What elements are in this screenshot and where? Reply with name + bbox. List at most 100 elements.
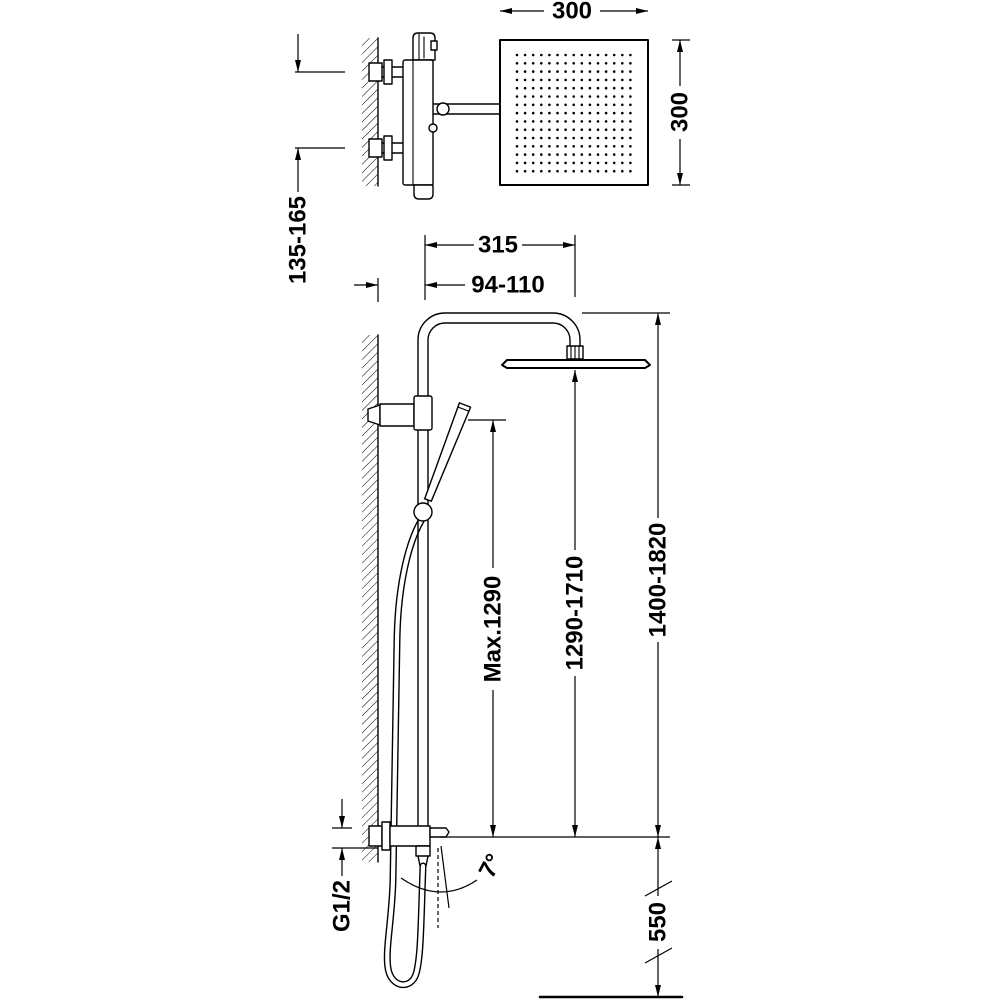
- dim-head-depth-label: 300: [667, 92, 694, 132]
- nozzle-dot: [588, 95, 592, 98]
- nozzle-dot: [612, 136, 616, 140]
- nozzle-dot: [564, 103, 567, 107]
- bracket-arm: [379, 403, 415, 427]
- nozzle-dot: [515, 161, 519, 165]
- lower-inlet-collar: [383, 135, 393, 161]
- nozzle-dot: [588, 103, 592, 107]
- nozzle-dot: [531, 111, 535, 115]
- nozzle-dot: [531, 103, 535, 107]
- nozzle-dot: [523, 62, 527, 65]
- nozzle-dot: [604, 128, 608, 131]
- nozzle-dot: [596, 111, 600, 115]
- nozzle-dot: [621, 95, 624, 98]
- nozzle-dot: [629, 111, 632, 115]
- nozzle-dot: [572, 95, 575, 98]
- nozzle-dot: [572, 78, 575, 82]
- nozzle-dot: [564, 153, 567, 156]
- nozzle-dot: [531, 153, 535, 156]
- riser-pipe: [417, 312, 581, 827]
- nozzle-dot: [548, 169, 551, 173]
- break-marks: [644, 880, 673, 964]
- nozzle-dot: [596, 103, 600, 107]
- nozzle-dot: [531, 62, 535, 65]
- nozzle-dot: [612, 95, 616, 98]
- nozzle-dot: [540, 62, 543, 65]
- mixer-body: [389, 825, 431, 847]
- nozzle-dot: [531, 86, 535, 90]
- nozzle-dot: [572, 161, 575, 165]
- nozzle-dot: [556, 62, 559, 65]
- nozzle-dot: [548, 62, 551, 65]
- nozzle-dot: [564, 161, 567, 165]
- nozzle-dot: [588, 128, 592, 131]
- nozzle-dot: [531, 53, 535, 57]
- angle-label: 7°: [474, 850, 509, 883]
- nozzle-dot: [523, 128, 527, 131]
- nozzle-dot: [612, 111, 616, 115]
- nozzle-dot: [556, 111, 559, 115]
- nozzle-dot: [572, 111, 575, 115]
- nozzle-dot: [548, 86, 551, 90]
- nozzle-dot: [531, 169, 535, 173]
- nozzle-dot: [523, 70, 527, 73]
- nozzle-dot: [580, 111, 584, 115]
- dim-mixer-height-label: 550: [645, 902, 672, 942]
- nozzle-dot: [629, 78, 632, 82]
- dim-handshower-height: Max.1290: [468, 419, 507, 837]
- nozzle-dot: [621, 120, 624, 123]
- nozzle-dot: [621, 86, 624, 90]
- nozzle-dot: [629, 128, 632, 131]
- rain-head-side: [501, 359, 651, 369]
- nozzle-dot: [540, 78, 543, 82]
- nozzle-dot: [572, 120, 575, 123]
- nozzle-grid: [515, 53, 632, 173]
- tilted-line: [440, 845, 450, 909]
- extension-lines: [295, 71, 345, 149]
- nozzle-dot: [612, 86, 616, 90]
- nozzle-dot: [548, 153, 551, 156]
- nozzle-dot: [596, 95, 600, 98]
- top-view-shower-head: [499, 39, 649, 186]
- nozzle-dot: [572, 62, 575, 65]
- dim-arm-projection: 315: [424, 232, 576, 300]
- nozzle-dot: [540, 70, 543, 73]
- dim-arm-projection-label: 315: [478, 232, 518, 259]
- handle-marker: [430, 40, 438, 51]
- dim-mixer-height: 550: [538, 837, 684, 999]
- nozzle-dot: [604, 78, 608, 82]
- nozzle-dot: [556, 103, 559, 107]
- nozzle-dot: [604, 145, 608, 148]
- nozzle-dot: [612, 53, 616, 57]
- nozzle-dot: [604, 153, 608, 156]
- nozzle-dot: [523, 153, 527, 156]
- nozzle-dot: [629, 153, 632, 156]
- nozzle-dot: [515, 70, 519, 73]
- nozzle-dot: [580, 128, 584, 131]
- nozzle-dot: [523, 161, 527, 165]
- nozzle-dot: [588, 136, 592, 140]
- nozzle-dot: [596, 136, 600, 140]
- nozzle-dot: [515, 169, 519, 173]
- nozzle-dot: [580, 153, 584, 156]
- nozzle-dot: [523, 120, 527, 123]
- dim-wall-to-column: 94-110: [354, 272, 545, 302]
- nozzle-dot: [556, 120, 559, 123]
- nozzle-dot: [556, 70, 559, 73]
- nozzle-dot: [612, 70, 616, 73]
- dim-wall-to-column-label: 94-110: [471, 272, 544, 299]
- nozzle-dot: [572, 86, 575, 90]
- nozzle-dot: [629, 145, 632, 148]
- nozzle-dot: [572, 136, 575, 140]
- nozzle-dot: [531, 95, 535, 98]
- upper-inlet-collar: [383, 59, 393, 85]
- nozzle-dot: [556, 153, 559, 156]
- nozzle-dot: [621, 128, 624, 131]
- nozzle-dot: [621, 136, 624, 140]
- nozzle-dot: [629, 120, 632, 123]
- nozzle-dot: [629, 70, 632, 73]
- nozzle-dot: [515, 103, 519, 107]
- nozzle-dot: [629, 169, 632, 173]
- nozzle-dot: [548, 53, 551, 57]
- nozzle-dot: [540, 153, 543, 156]
